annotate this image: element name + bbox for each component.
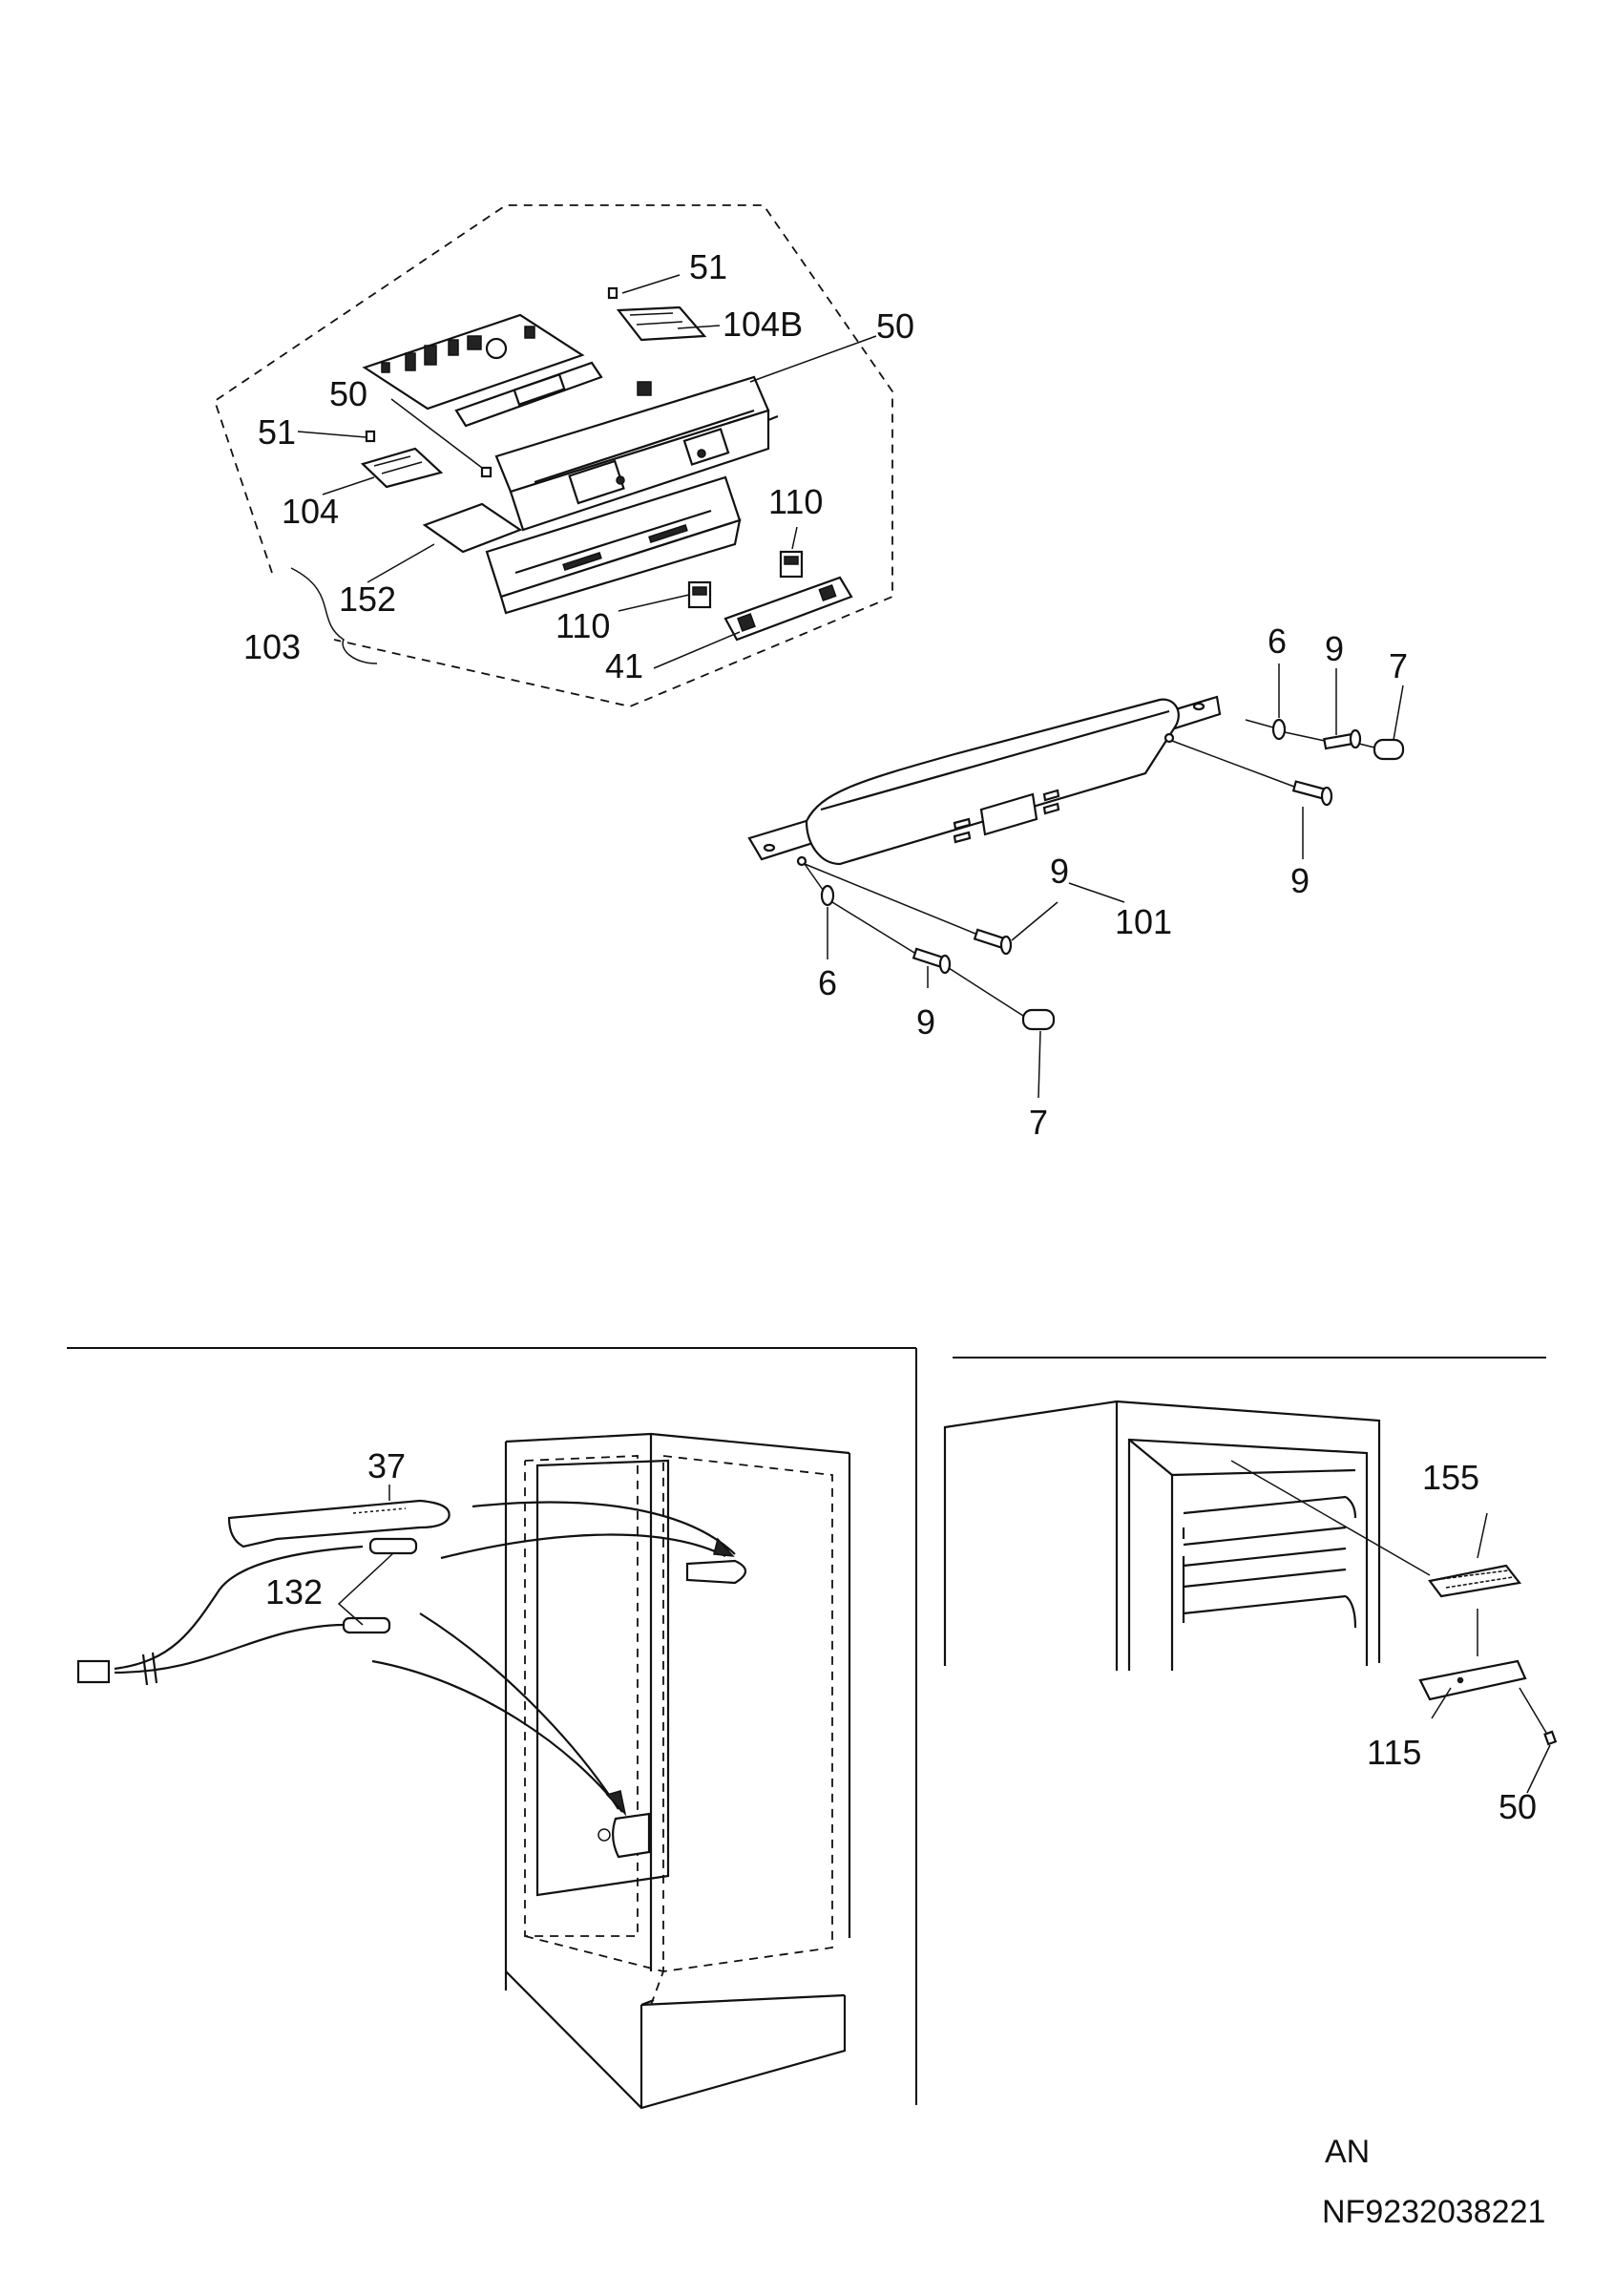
part-132-cable-lower <box>114 1623 345 1675</box>
part-7-cap-left <box>1021 1008 1056 1031</box>
part-9-screw-a <box>1323 728 1362 750</box>
part-9-screw-d <box>912 947 952 975</box>
part-132-probe-lower <box>342 1616 391 1634</box>
part-155-label <box>1428 1564 1521 1598</box>
part-132-cable-upper <box>114 1545 364 1671</box>
callout-115: 115 <box>1367 1733 1421 1772</box>
part-132-probe-upper <box>368 1537 418 1555</box>
part-7-cap-right <box>1373 738 1405 761</box>
part-51-top <box>607 286 618 300</box>
callout-50: 50 <box>876 306 914 346</box>
callout-9: 9 <box>1290 861 1310 900</box>
part-6-washer-left <box>820 884 835 907</box>
panel-101-assembly <box>747 664 1405 1099</box>
callout-9: 9 <box>1050 852 1069 891</box>
callout-9: 9 <box>916 1002 935 1042</box>
callout-50: 50 <box>1499 1787 1537 1826</box>
part-132-connector <box>76 1659 111 1684</box>
cabinet-sensor-assembly <box>76 1432 851 2110</box>
part-115-cover <box>1418 1659 1527 1701</box>
callout-6: 6 <box>1268 621 1287 661</box>
callout-104b: 104B <box>723 305 803 344</box>
callout-labels: 51 104B 50 50 51 104 110 152 103 110 41 … <box>243 247 1537 1826</box>
freezer-interior <box>943 1400 1558 1794</box>
callout-110: 110 <box>555 606 610 645</box>
callout-132: 132 <box>265 1572 323 1611</box>
part-9-screw-b <box>1291 780 1333 807</box>
callout-152: 152 <box>339 579 396 619</box>
part-51-left <box>365 430 376 443</box>
part-6-washer-right <box>1271 718 1287 741</box>
part-37-sensor-holder <box>227 1499 451 1548</box>
callout-103: 103 <box>243 627 301 666</box>
callout-7: 7 <box>1389 646 1408 685</box>
part-50-screw <box>1543 1730 1558 1746</box>
footer-code: AN <box>1325 2134 1371 2170</box>
drawing-number: NF9232038221 <box>1322 2194 1546 2230</box>
callout-110: 110 <box>768 482 823 521</box>
part-152-board <box>422 502 523 554</box>
callout-6: 6 <box>818 963 837 1002</box>
callout-41: 41 <box>605 646 643 685</box>
callout-155: 155 <box>1422 1458 1479 1497</box>
sensor-mount-upper <box>685 1559 747 1585</box>
part-50-left <box>480 466 493 478</box>
control-module-assembly <box>213 204 893 707</box>
cabinet-door-panel <box>535 1459 670 1897</box>
part-101-handle <box>805 698 1180 866</box>
part-9-screw-c <box>973 928 1013 956</box>
callout-104: 104 <box>282 492 339 531</box>
callout-101: 101 <box>1115 902 1172 941</box>
sensor-mount-lower <box>612 1812 651 1859</box>
callout-9: 9 <box>1325 629 1344 668</box>
callout-50: 50 <box>329 374 367 413</box>
callout-7: 7 <box>1029 1103 1048 1142</box>
callout-51: 51 <box>258 412 296 452</box>
callout-51: 51 <box>689 247 727 286</box>
callout-37: 37 <box>367 1446 406 1485</box>
